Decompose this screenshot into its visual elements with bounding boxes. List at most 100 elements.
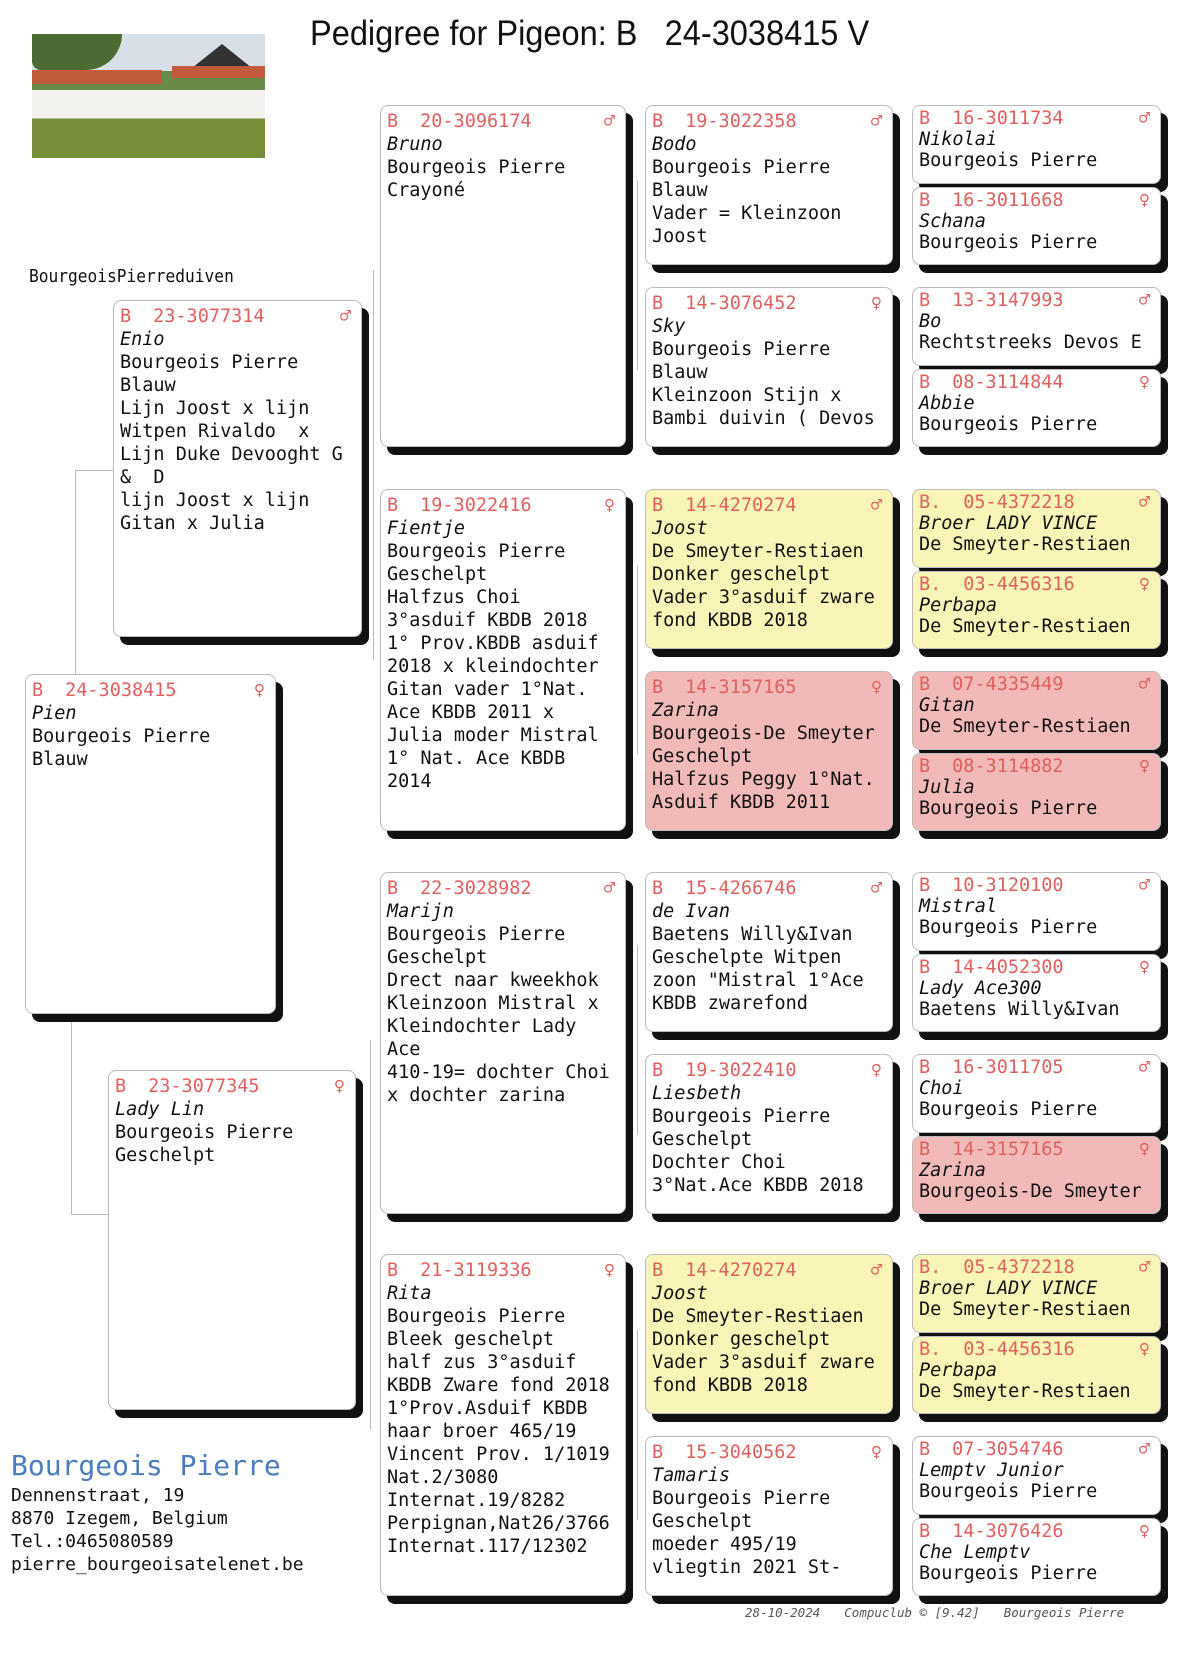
pigeon-card-gen5[interactable]: B 14-3076426 ♀ Che Lemptv Bourgeois Pier…	[912, 1517, 1161, 1596]
owner: De Smeyter-Restiaen	[919, 615, 1131, 637]
pigeon-card-gen5[interactable]: B 10-3120100 ♂ Mistral Bourgeois Pierre	[912, 872, 1161, 951]
owner: Baetens Willy&Ivan	[652, 924, 853, 945]
info-line: Geschelpt	[387, 947, 488, 968]
ring-number: 14-3157165	[685, 677, 797, 698]
male-icon: ♂	[603, 111, 615, 132]
pigeon-name: Nikolai	[919, 129, 997, 150]
owner: De Smeyter-Restiaen	[652, 1306, 864, 1327]
pigeon-name: de Ivan	[652, 901, 730, 922]
ring-number: 21-3119336	[420, 1260, 532, 1281]
info-line: Blauw	[652, 180, 708, 201]
ring-header: B 23-3077345 ♀	[115, 1075, 349, 1098]
pigeon-name: Tamaris	[652, 1465, 730, 1486]
info-line: Geschelpt	[652, 746, 753, 767]
ring-header: B 19-3022410 ♀	[652, 1059, 886, 1082]
ring-header: B 15-3040562 ♀	[652, 1441, 886, 1464]
pigeon-card-gen5[interactable]: B 16-3011705 ♂ Choi Bourgeois Pierre	[912, 1054, 1161, 1133]
ring-number: 19-3022410	[685, 1060, 797, 1081]
contact-email: pierre_bourgeoisatelenet.be	[11, 1554, 304, 1575]
ring-number: 08-3114844	[952, 371, 1064, 393]
country-prefix: B	[652, 1442, 664, 1463]
female-icon: ♀	[870, 677, 882, 698]
info-line: Bambi duivin ( Devos	[652, 408, 875, 429]
pigeon-card-gen2[interactable]: B 23-3077345 ♀ Lady Lin Bourgeois Pierre…	[108, 1070, 356, 1410]
info-line: Dochter Choi	[652, 1152, 786, 1173]
owner: Bourgeois Pierre	[919, 1562, 1098, 1584]
info-line: Internat.19/8282	[387, 1490, 566, 1511]
pigeon-card-gen5[interactable]: B. 05-4372218 ♂ Broer LADY VINCE De Smey…	[912, 489, 1161, 568]
pigeon-card-gen5[interactable]: B 16-3011668 ♀ Schana Bourgeois Pierre	[912, 186, 1161, 265]
pigeon-card-gen5[interactable]: B. 03-4456316 ♀ Perbapa De Smeyter-Resti…	[912, 1335, 1161, 1414]
female-icon: ♀	[1138, 755, 1150, 777]
pigeon-card-gen5[interactable]: B 13-3147993 ♂ Bo Rechtstreeks Devos E	[912, 287, 1161, 366]
ring-number: 08-3114882	[952, 755, 1064, 777]
connector-line	[373, 270, 374, 660]
female-icon: ♀	[1138, 956, 1150, 978]
pigeon-name: Schana	[919, 210, 986, 232]
pigeon-card-gen4[interactable]: B 15-4266746 ♂ de Ivan Baetens Willy&Iva…	[645, 872, 893, 1032]
ring-header: B 19-3022358 ♂	[652, 110, 886, 133]
pigeon-name: Bruno	[387, 134, 443, 155]
ring-header: B 13-3147993 ♂	[919, 290, 1154, 311]
info-line: 1°Prov.Asduif KBDB	[387, 1398, 588, 1419]
owner: Bourgeois Pierre	[919, 1099, 1098, 1120]
country-prefix: B	[652, 495, 664, 516]
country-prefix: B	[919, 1138, 931, 1160]
ring-header: B 20-3096174 ♂	[387, 110, 619, 133]
connector-line	[370, 1040, 371, 1430]
connector-line	[637, 180, 638, 370]
pigeon-card-gen5[interactable]: B 16-3011734 ♂ Nikolai Bourgeois Pierre	[912, 105, 1161, 184]
ring-header: B 14-3076426 ♀	[919, 1521, 1154, 1542]
pigeon-card-gen5[interactable]: B 08-3114844 ♀ Abbie Bourgeois Pierre	[912, 368, 1161, 447]
pigeon-card-gen5[interactable]: B 07-4335449 ♂ Gitan De Smeyter-Restiaen	[912, 671, 1161, 750]
info-line: Kleinzoon Stijn x	[652, 385, 842, 406]
ring-number: 16-3011668	[952, 189, 1064, 211]
ring-number: 19-3022358	[685, 111, 797, 132]
connector-line	[637, 945, 638, 1135]
ring-header: B. 03-4456316 ♀	[919, 1339, 1154, 1360]
country-prefix: B	[919, 371, 931, 393]
country-prefix: B	[387, 1260, 399, 1281]
info-line: Geschelpt	[387, 564, 488, 585]
pigeon-card-gen5[interactable]: B 08-3114882 ♀ Julia Bourgeois Pierre	[912, 752, 1161, 831]
country-prefix: B.	[919, 1257, 942, 1278]
owner: Bourgeois Pierre	[387, 157, 566, 178]
pigeon-card-gen4[interactable]: B 14-3157165 ♀ Zarina Bourgeois-De Smeyt…	[645, 671, 893, 831]
ring-header: B. 05-4372218 ♂	[919, 1257, 1154, 1278]
pigeon-name: Mistral	[919, 896, 997, 917]
pigeon-card-gen5[interactable]: B 14-4052300 ♀ Lady Ace300 Baetens Willy…	[912, 953, 1161, 1032]
info-line: Julia moder Mistral	[387, 725, 599, 746]
pigeon-card-gen5[interactable]: B 14-3157165 ♀ Zarina Bourgeois-De Smeyt…	[912, 1135, 1161, 1214]
footer-owner: Bourgeois Pierre	[1003, 1605, 1125, 1620]
pigeon-card-gen4[interactable]: B 14-4270274 ♂ Joost De Smeyter-Restiaen…	[645, 1254, 893, 1414]
pigeon-name: Joost	[652, 1283, 708, 1304]
pigeon-card-gen5[interactable]: B. 05-4372218 ♂ Broer LADY VINCE De Smey…	[912, 1254, 1161, 1333]
male-icon: ♂	[1138, 108, 1150, 129]
pigeon-card-gen4[interactable]: B 19-3022410 ♀ Liesbeth Bourgeois Pierre…	[645, 1054, 893, 1214]
pigeon-card-gen5[interactable]: B. 03-4456316 ♀ Perbapa De Smeyter-Resti…	[912, 570, 1161, 649]
pigeon-name: Abbie	[919, 392, 975, 414]
info-line: half zus 3°asduif	[387, 1352, 577, 1373]
info-line: KBDB Zware fond 2018	[387, 1375, 610, 1396]
ring-number: 16-3011705	[952, 1057, 1064, 1078]
pigeon-name: Broer LADY VINCE	[919, 513, 1098, 534]
owner: Bourgeois-De Smeyter	[919, 1180, 1142, 1202]
pigeon-card-gen4[interactable]: B 14-4270274 ♂ Joost De Smeyter-Restiaen…	[645, 489, 893, 649]
owner: Bourgeois Pierre	[387, 1306, 566, 1327]
ring-number: 23-3077314	[153, 306, 265, 327]
info-line: moeder 495/19	[652, 1534, 797, 1555]
country-prefix: B	[919, 674, 931, 695]
male-icon: ♂	[339, 306, 351, 327]
male-icon: ♂	[1138, 1057, 1150, 1078]
pigeon-card-gen5[interactable]: B 07-3054746 ♂ Lemptv Junior Bourgeois P…	[912, 1436, 1161, 1515]
